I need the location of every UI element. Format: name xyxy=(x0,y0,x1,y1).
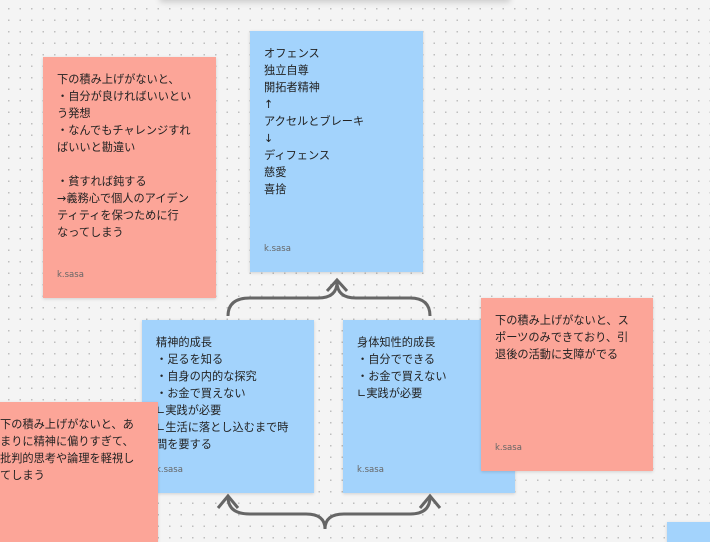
note-line: まりに精神に偏りすぎて、 xyxy=(0,435,134,448)
note-line: ∟実践が必要 xyxy=(156,404,222,417)
note-line: ・自分が良ければいいとい xyxy=(57,90,192,103)
sticky-note-offscreen[interactable] xyxy=(667,522,710,542)
note-line: ・自分でできる xyxy=(357,353,436,366)
note-line: 間を要する xyxy=(156,438,212,451)
note-line: 下の積み上げがないと、 xyxy=(57,73,180,86)
note-line: 精神的成長 xyxy=(156,336,212,349)
note-line: ばいいと勘違い xyxy=(57,141,136,154)
note-line: 下の積み上げがないと、あ xyxy=(0,418,134,431)
connectors xyxy=(216,277,442,529)
sticky-note-offense[interactable]: オフェンス 独立自尊 開拓者精神 ↑ アクセルとブレーキ ↓ ディフェンス 慈愛… xyxy=(250,31,423,272)
arrow-bottom-right-icon xyxy=(418,493,442,509)
note-line: →義務心で個人のアイデン xyxy=(57,192,189,205)
note-line: ・お金で買えない xyxy=(156,387,246,400)
note-line: ・お金で買えない xyxy=(357,370,447,383)
note-line: 身体知性的成長 xyxy=(357,336,436,349)
arrow-top-icon xyxy=(325,277,349,293)
note-author: k.sasa xyxy=(264,244,291,254)
note-line: なってしまう xyxy=(57,226,124,239)
sticky-note-physical-growth[interactable]: 身体知性的成長 ・自分でできる ・お金で買えない ∟実践が必要 k.sasa xyxy=(343,320,515,493)
note-author: k.sasa xyxy=(57,270,84,280)
note-author: k.sasa xyxy=(495,443,522,453)
note-line: ポーツのみできており、引 xyxy=(495,331,629,344)
note-line: 退後の活動に支障がでる xyxy=(495,348,619,361)
note-line: ・なんでもチャレンジすれ xyxy=(57,124,191,137)
note-line: ∟生活に落とし込むまで時 xyxy=(156,421,289,434)
note-line: ・貧すれば鈍する xyxy=(57,175,147,188)
note-line: ティティを保つために行 xyxy=(57,209,179,222)
note-line: ・足るを知る xyxy=(156,353,224,366)
note-line: 批判的思考や論理を軽視し xyxy=(0,452,135,465)
arrow-bottom-left-icon xyxy=(216,493,240,509)
note-line xyxy=(57,156,202,173)
note-line: ディフェンス xyxy=(264,149,331,162)
note-line: てしまう xyxy=(0,469,45,482)
sticky-note-right[interactable]: 下の積み上げがないと、ス ポーツのみできており、引 退後の活動に支障がでる k.… xyxy=(481,298,653,471)
note-line: アクセルとブレーキ xyxy=(264,115,365,128)
bracket-bottom xyxy=(226,496,432,529)
note-line: う発想 xyxy=(57,107,91,120)
note-line: ・自身の内的な探究 xyxy=(156,370,257,383)
sticky-note-mental-growth[interactable]: 精神的成長 ・足るを知る ・自身の内的な探究 ・お金で買えない ∟実践が必要 ∟… xyxy=(142,320,314,493)
note-line: 開拓者精神 xyxy=(264,81,320,94)
note-line: 下の積み上げがないと、ス xyxy=(495,314,629,327)
note-line: オフェンス xyxy=(264,47,320,60)
note-line: ↓ xyxy=(264,132,274,145)
note-author: k.sasa xyxy=(357,465,384,475)
note-author: k.sasa xyxy=(156,465,183,475)
note-line: 喜捨 xyxy=(264,183,287,196)
note-line: 独立自尊 xyxy=(264,64,309,77)
sticky-note-bottom-left[interactable]: 下の積み上げがないと、あ まりに精神に偏りすぎて、 批判的思考や論理を軽視し て… xyxy=(0,402,158,542)
note-line: 慈愛 xyxy=(264,166,287,179)
note-line: ∟実践が必要 xyxy=(357,387,423,400)
sticky-note-left[interactable]: 下の積み上げがないと、 ・自分が良ければいいとい う発想 ・なんでもチャレンジす… xyxy=(43,57,216,298)
note-line: ↑ xyxy=(264,98,274,111)
